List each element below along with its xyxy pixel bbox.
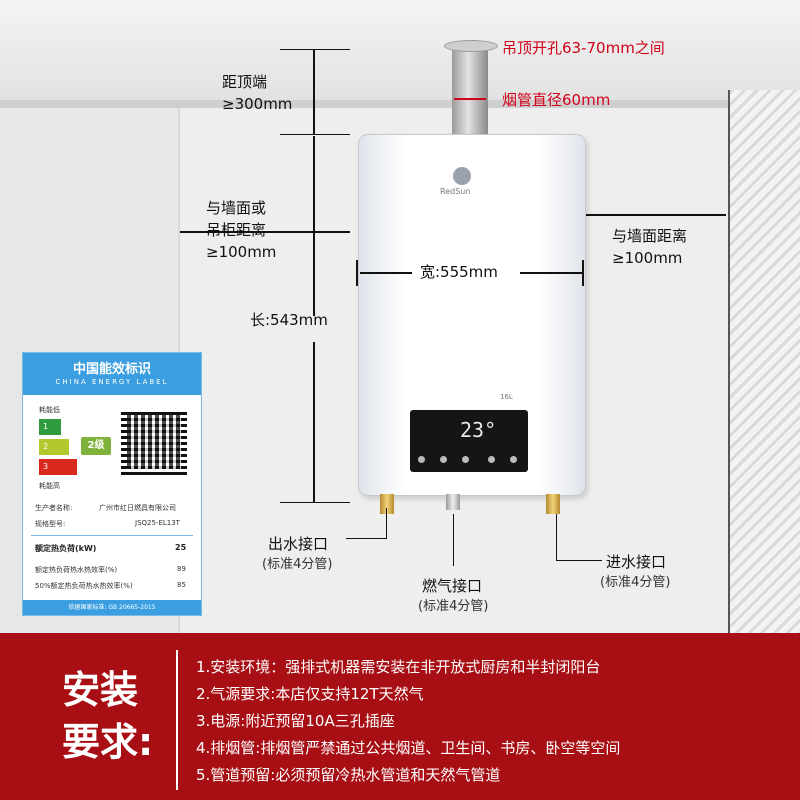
efficiency-2-value: 85: [177, 581, 186, 589]
length-line-lower: [313, 342, 315, 502]
top-tick-upper: [280, 49, 350, 50]
gas-fitting: [446, 494, 460, 510]
right-clearance-label-1: 与墙面距离: [612, 227, 688, 245]
water-out-label: 出水接口: [268, 535, 329, 553]
model-value: JSQ25-EL13T: [135, 519, 180, 527]
left-clearance-label-3: ≥100mm: [206, 243, 277, 261]
qr-code-pattern: [127, 415, 181, 469]
requirement-item-1: 1.安装环境：强排式机器需安装在非开放式厨房和半封闭阳台: [196, 658, 601, 676]
gas-label: 燃气接口: [422, 577, 483, 595]
length-line-upper: [313, 136, 315, 316]
flue-pipe: [452, 42, 488, 142]
water-out-leader: [386, 508, 387, 538]
rating-badge: 2级: [81, 437, 111, 455]
width-line-left: [360, 272, 412, 274]
energy-label-title: 中国能效标识: [72, 362, 151, 377]
right-clearance-label-2: ≥100mm: [612, 249, 683, 267]
grade-3-bar: 3: [39, 459, 77, 475]
plus-button-icon: [488, 456, 495, 463]
water-in-leader-h: [556, 560, 602, 561]
top-clearance-line: [313, 50, 315, 134]
temperature-readout: 23°: [460, 418, 497, 442]
function-button-icon: [510, 456, 517, 463]
efficiency-1-value: 89: [177, 565, 186, 573]
label-divider: [31, 535, 193, 536]
high-consumption-text: 耗能高: [39, 482, 60, 490]
water-out-fitting: [380, 494, 394, 514]
model-label: 规格型号:: [35, 520, 66, 528]
control-display: [410, 410, 528, 472]
gas-leader: [453, 514, 454, 566]
manufacturer-label: 生产者名称:: [35, 504, 73, 512]
requirement-item-2: 2.气源要求:本店仅支持12T天然气: [196, 685, 424, 703]
requirements-heading: 安装 要求:: [62, 664, 153, 768]
water-in-fitting: [546, 494, 560, 514]
efficiency-1-label: 额定热负荷热水热效率(%): [35, 566, 118, 574]
ceiling: [0, 0, 800, 100]
energy-label-subtitle: CHINA ENERGY LABEL: [55, 378, 169, 386]
left-clearance-label-2: 吊柜距离: [206, 221, 267, 239]
requirement-item-4: 4.排烟管:排烟管严禁通过公共烟道、卫生间、书房、卧空等空间: [196, 739, 621, 757]
top-clearance-label-2: ≥300mm: [222, 95, 293, 113]
energy-label-standard: 依据国家标准: GB 20665-2015: [23, 600, 201, 615]
brand-logo-icon: [453, 167, 471, 185]
width-line-right: [520, 272, 582, 274]
ceiling-hole-label: 吊顶开孔63-70mm之间: [502, 39, 665, 57]
top-tick-lower: [280, 134, 350, 135]
length-label: 长:543mm: [250, 311, 328, 329]
brand-name: RedSun: [440, 187, 471, 196]
flue-diameter-line: [454, 98, 486, 100]
grade-2-bar: 2: [39, 439, 69, 455]
efficiency-2-label: 50%额定热负荷热水热效率(%): [35, 582, 133, 590]
water-out-leader-h: [346, 538, 387, 539]
width-tick-right: [582, 260, 584, 286]
requirements-band: [0, 633, 800, 800]
water-in-leader: [556, 514, 557, 560]
requirements-divider: [176, 650, 178, 790]
mode-button-icon: [440, 456, 447, 463]
left-clearance-label-1: 与墙面或: [206, 199, 267, 217]
flue-diameter-label: 烟管直径60mm: [502, 91, 611, 109]
water-in-spec: (标准4分管): [600, 575, 671, 590]
water-in-label: 进水接口: [606, 553, 667, 571]
top-clearance-label-1: 距顶端: [222, 73, 268, 91]
bottom-tick: [280, 502, 350, 503]
right-wall: [728, 90, 800, 650]
energy-label-header: [23, 353, 201, 395]
power-button-icon: [418, 456, 425, 463]
ceiling-hole-ring: [444, 40, 498, 52]
energy-label: 中国能效标识 CHINA ENERGY LABEL 耗能低 1 2 3 2级 耗…: [22, 352, 202, 616]
low-consumption-text: 耗能低: [39, 406, 60, 414]
width-tick-left: [356, 260, 358, 286]
rated-load-value: 25: [175, 543, 187, 552]
right-clearance-line: [586, 214, 726, 216]
ceiling-edge: [0, 100, 800, 108]
rated-load-label: 额定热负荷(kW): [35, 544, 97, 553]
water-out-spec: (标准4分管): [262, 557, 333, 572]
left-clearance-line: [180, 231, 350, 233]
grade-1-bar: 1: [39, 419, 61, 435]
requirement-item-3: 3.电源:附近预留10A三孔插座: [196, 712, 395, 730]
requirements-heading-line-2: 要求:: [62, 720, 154, 764]
heater-model-text: 16L: [500, 393, 513, 401]
minus-button-icon: [462, 456, 469, 463]
requirement-item-5: 5.管道预留:必须预留冷热水管道和天然气管道: [196, 766, 501, 784]
requirements-heading-line-1: 安装: [62, 668, 139, 712]
gas-spec: (标准4分管): [418, 599, 489, 614]
width-label: 宽:555mm: [420, 263, 498, 281]
manufacturer-value: 广州市红日燃具有限公司: [99, 504, 176, 512]
